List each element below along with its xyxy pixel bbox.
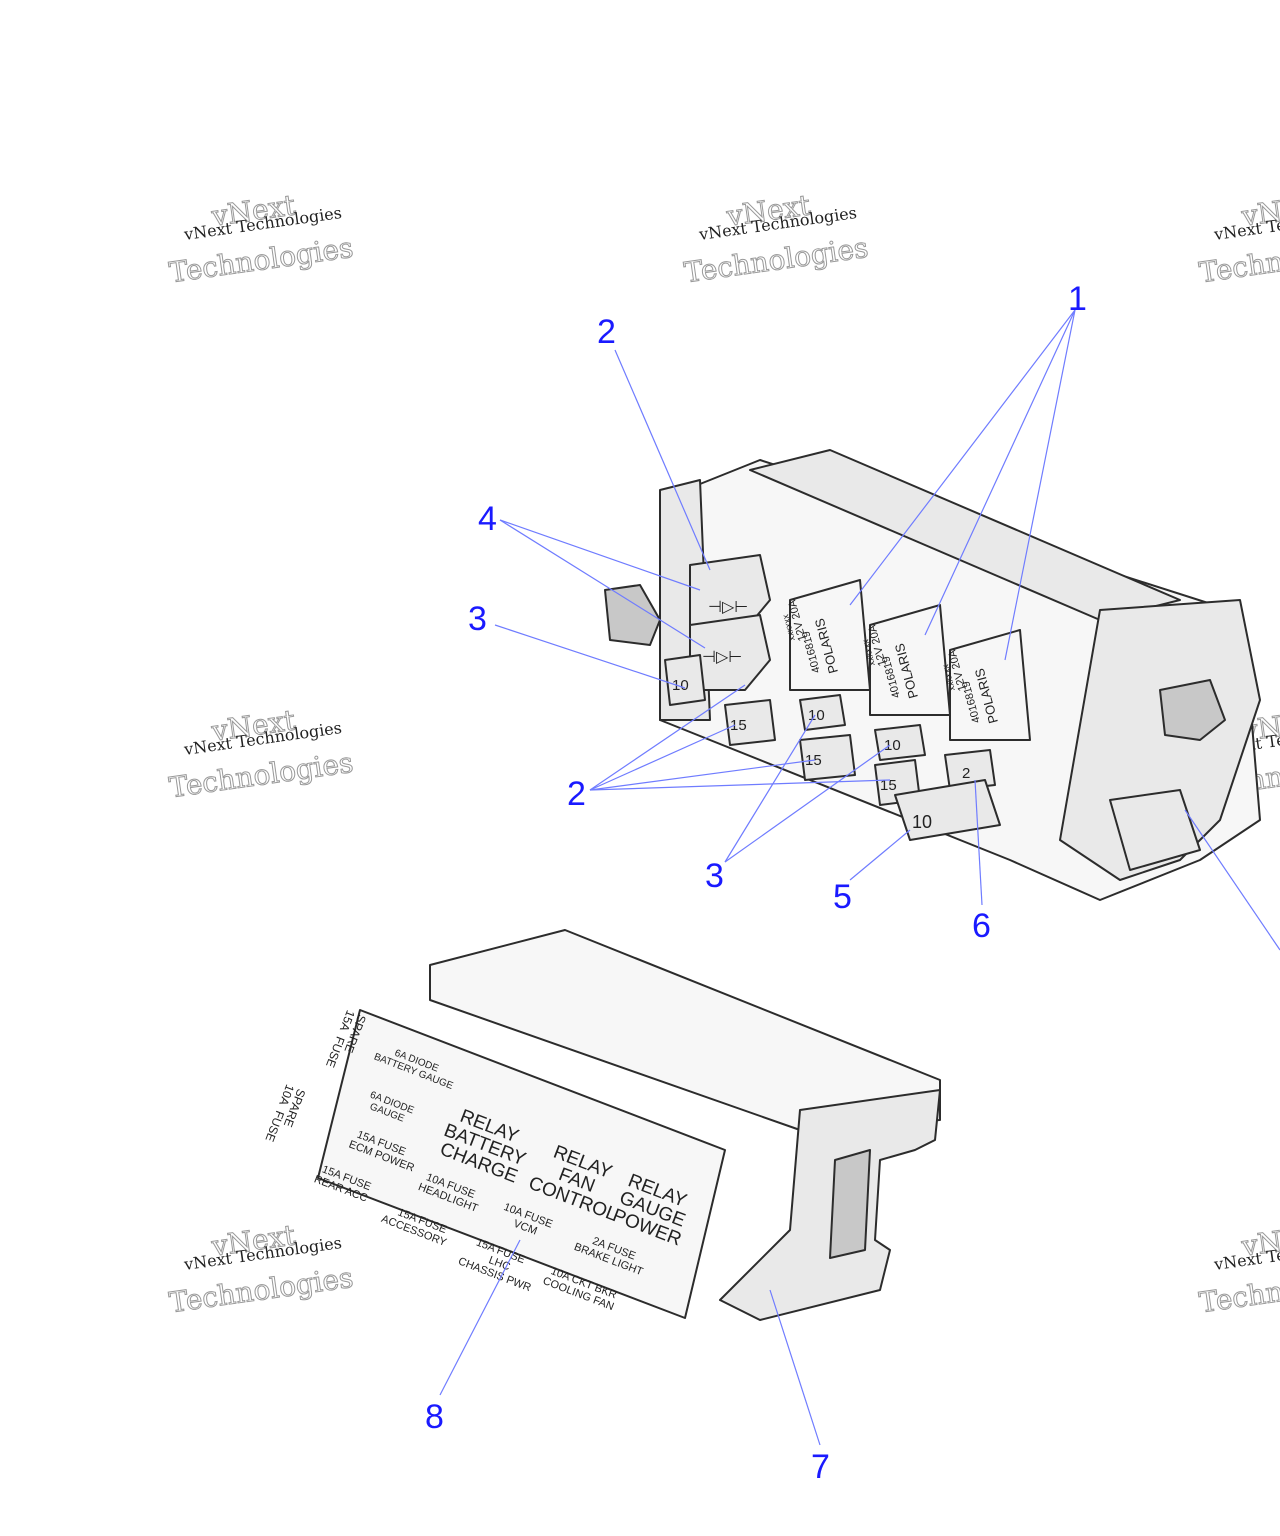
watermark-text: vNext [1239,1218,1280,1263]
callout-2[interactable]: 2 [567,775,586,813]
label-decal: SPARE 15A FUSE SPARE 10A FUSE 6A DIODE B… [262,1008,726,1319]
fuse-box-right-latch [1159,679,1226,741]
leader-line [614,349,711,571]
label-outline [317,1009,726,1319]
callout-4[interactable]: 4 [478,500,497,538]
fuse-rating-mark: 10 [884,737,901,754]
cover-slot [829,1149,871,1259]
leader-line [589,724,736,791]
label-spare-2: SPARE 10A FUSE [262,1083,308,1148]
callout-6[interactable]: 6 [972,907,991,945]
leader-line [849,309,1076,606]
fuse-rating-mark: 15 [730,717,747,734]
leader-line [1004,309,1076,661]
watermark: vNext vNext Technologies Technologies [167,703,356,805]
leader-line [769,1289,821,1446]
watermark: vNext vNext Technologies Technologies [1197,188,1280,290]
watermark: vNext vNext Technologies Technologies [167,188,356,290]
leader-line [499,519,706,649]
fuse [874,724,926,761]
callout-8[interactable]: 8 [425,1398,444,1436]
leader-line [499,519,701,591]
leader-line [439,1239,521,1396]
fuse-box-left-clip [604,584,661,646]
callout-5[interactable]: 5 [833,878,852,916]
leader-line [724,714,816,863]
fuse-rating-mark: 15 [880,777,897,794]
cover-side-face [719,1089,941,1321]
fuse-box-top-rail [749,449,1181,621]
relay-2: POLARIS 4016819 12V 20A xxxxxx [860,604,951,716]
relay-3: POLARIS 4016819 12V 20A xxxxxx [940,629,1031,741]
fuse-rating-mark: 10 [912,812,932,832]
fuse-box-bottom-tab [1109,789,1201,871]
leader-line [924,309,1076,636]
fuse-maxi [894,779,1001,841]
callout-3[interactable]: 3 [468,600,487,638]
leader-line [494,624,686,689]
leader-line [974,779,983,906]
diode-symbol: ⊣▷⊢ [702,649,742,666]
callout-3[interactable]: 3 [705,857,724,895]
fuse-box-assembly: ⊣▷⊢ ⊣▷⊢ POLARIS 4016819 12V 20A xxxxxx P… [604,449,1261,901]
callouts: 1 2 2 3 3 4 5 6 7 8 [425,280,1087,1486]
callout-2[interactable]: 2 [597,313,616,351]
fuse-box-right-bracket [1059,599,1261,881]
cover-top-face [429,929,941,1131]
callout-7[interactable]: 7 [811,1448,830,1486]
fuse-rating-mark: 2 [962,765,970,782]
fuse [664,654,706,706]
leader-line [589,759,816,791]
watermark: vNext vNext Technologies Technologies [167,1218,356,1320]
watermark: vNext vNext Technologies Technologies [1197,1218,1280,1320]
fuse [799,734,856,781]
leader-lines [439,309,1280,1446]
leader-line [849,829,911,881]
fuse-row: 10 15 15 10 15 10 2 10 [664,654,1001,841]
leader-line [1184,809,1280,951]
leader-line [589,684,746,791]
fuse-rating-mark: 10 [672,677,689,694]
fuse-box-cover [429,929,941,1321]
callout-1[interactable]: 1 [1068,280,1087,318]
leader-line [724,744,891,863]
leader-line [589,779,891,791]
relay-1: POLARIS 4016819 12V 20A xxxxxx [780,579,871,691]
watermark: vNext vNext Technologies Technologies [682,188,871,290]
diode-symbol: ⊣▷⊢ [708,599,748,616]
fuse [724,699,776,746]
